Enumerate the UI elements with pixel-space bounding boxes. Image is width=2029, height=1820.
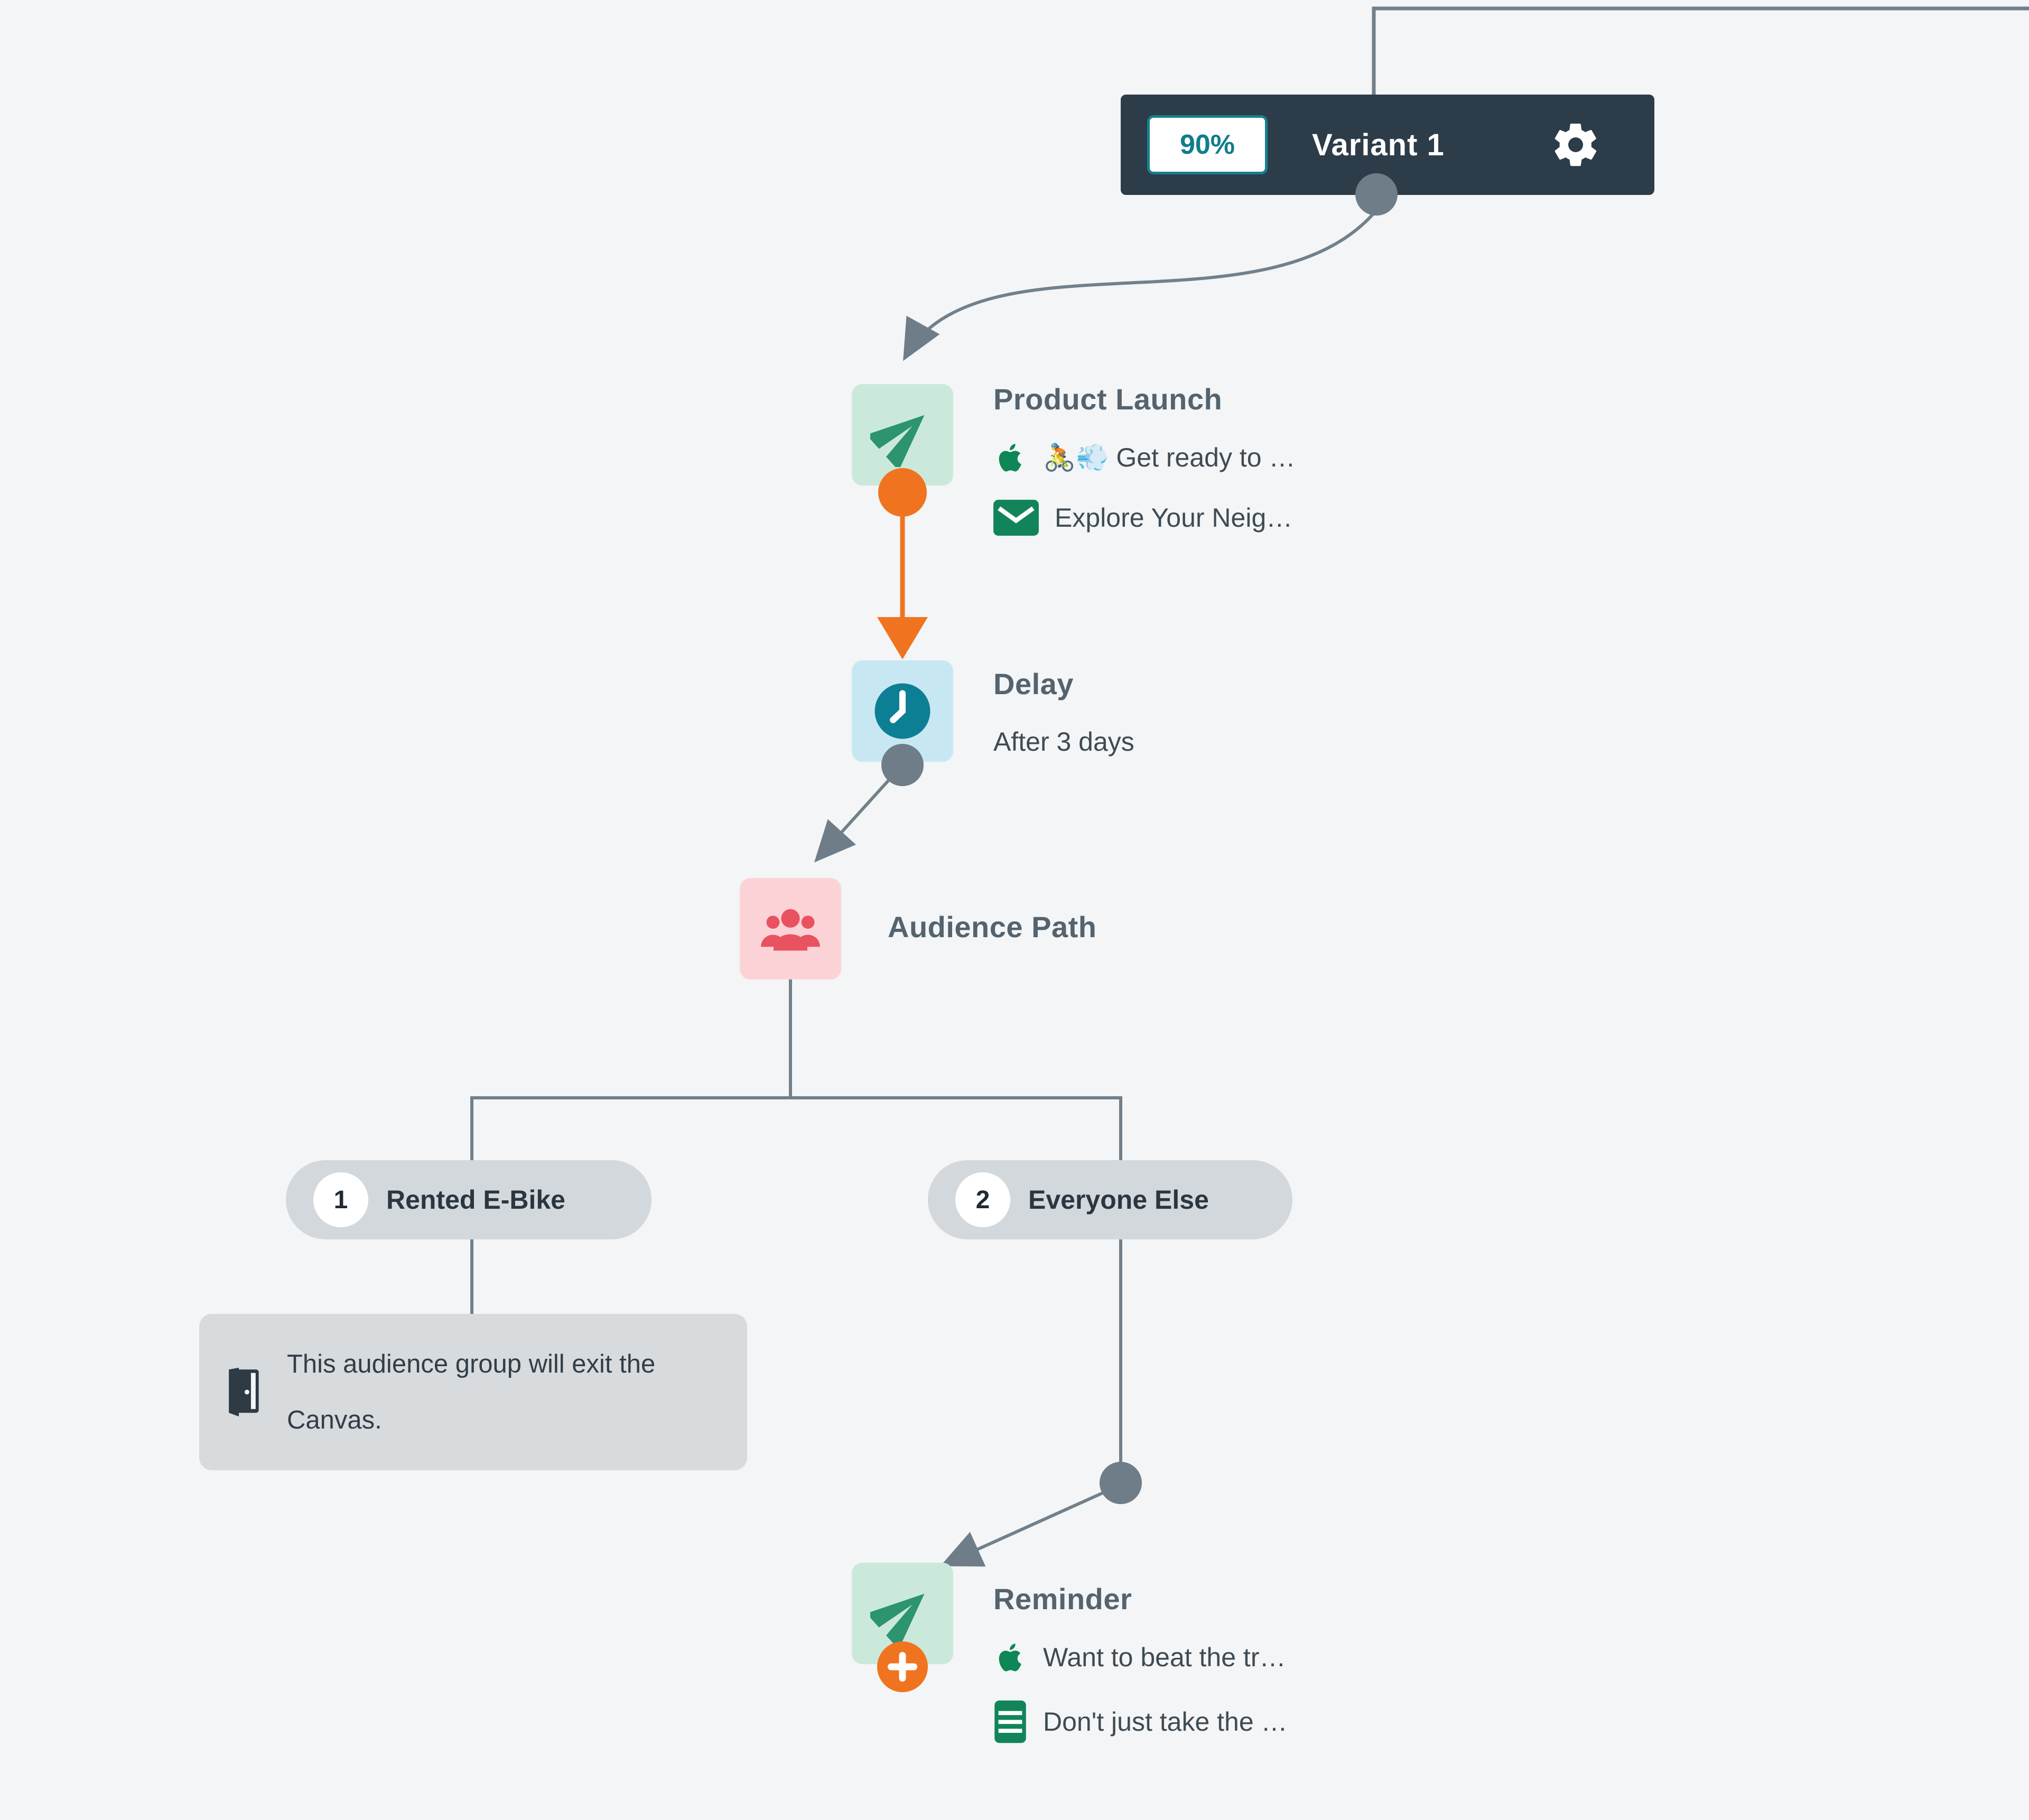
gear-icon[interactable]: [1550, 119, 1601, 170]
node-info-product-launch: Product Launch 🚴💨 Get ready to … Explore…: [993, 382, 1627, 536]
branch-label: Rented E-Bike: [386, 1185, 565, 1215]
connection-dot: [1355, 173, 1398, 216]
add-step-plus-icon[interactable]: [877, 1641, 928, 1692]
node-tile-delay[interactable]: [852, 660, 953, 762]
branch-pill-everyone-else[interactable]: 2 Everyone Else: [928, 1160, 1292, 1239]
node-title: Delay: [993, 667, 1074, 701]
node-info-delay: Delay After 3 days: [993, 667, 1627, 757]
connector-variant-to-product-launch: [903, 209, 1378, 361]
branch-label: Everyone Else: [1028, 1185, 1209, 1215]
connector-top-elbow: [1372, 6, 2029, 95]
node-info-audience-path: Audience Path: [888, 910, 1522, 944]
exit-note: This audience group will exit the Canvas…: [199, 1314, 747, 1470]
node-title: Audience Path: [888, 910, 1097, 944]
node-info-reminder: Reminder Want to beat the tr… Don't just…: [993, 1582, 1627, 1744]
orange-arrow-icon: [877, 617, 928, 659]
apple-icon: [993, 441, 1027, 474]
exit-door-icon: [224, 1367, 267, 1417]
message-row: Don't just take the …: [993, 1700, 1627, 1744]
message-subject: Don't just take the …: [1043, 1707, 1288, 1737]
message-subject: Want to beat the tr…: [1043, 1642, 1286, 1672]
node-tile-audience-path[interactable]: [740, 878, 841, 979]
node-subtitle: After 3 days: [993, 727, 1134, 757]
clock-icon: [869, 678, 936, 744]
audience-icon: [758, 896, 823, 962]
message-row: Want to beat the tr…: [993, 1640, 1627, 1674]
paper-plane-icon: [870, 1581, 935, 1646]
connection-dot: [1100, 1462, 1142, 1504]
message-row: Explore Your Neig…: [993, 500, 1627, 536]
message-subject: 🚴💨 Get ready to …: [1043, 442, 1296, 472]
branch-number-badge: 2: [955, 1172, 1010, 1227]
message-subject: Explore Your Neig…: [1055, 503, 1293, 533]
variant-label: Variant 1: [1312, 127, 1445, 162]
connection-dot-orange: [878, 468, 927, 517]
node-title: Product Launch: [993, 382, 1223, 416]
content-card-icon: [993, 1700, 1027, 1744]
connection-dot: [881, 744, 924, 786]
paper-plane-icon: [870, 403, 935, 467]
connector-branch2-to-reminder: [940, 1488, 1111, 1567]
variant-percentage-badge: 90%: [1147, 115, 1268, 174]
connector-audience-branches: [470, 979, 1122, 1160]
branch-number-badge: 1: [313, 1172, 368, 1227]
branch-pill-rented-e-bike[interactable]: 1 Rented E-Bike: [286, 1160, 651, 1239]
apple-icon: [993, 1640, 1027, 1674]
envelope-icon: [993, 500, 1039, 536]
message-row: 🚴💨 Get ready to …: [993, 441, 1627, 474]
node-title: Reminder: [993, 1582, 1132, 1616]
exit-note-text: This audience group will exit the Canvas…: [287, 1350, 656, 1434]
